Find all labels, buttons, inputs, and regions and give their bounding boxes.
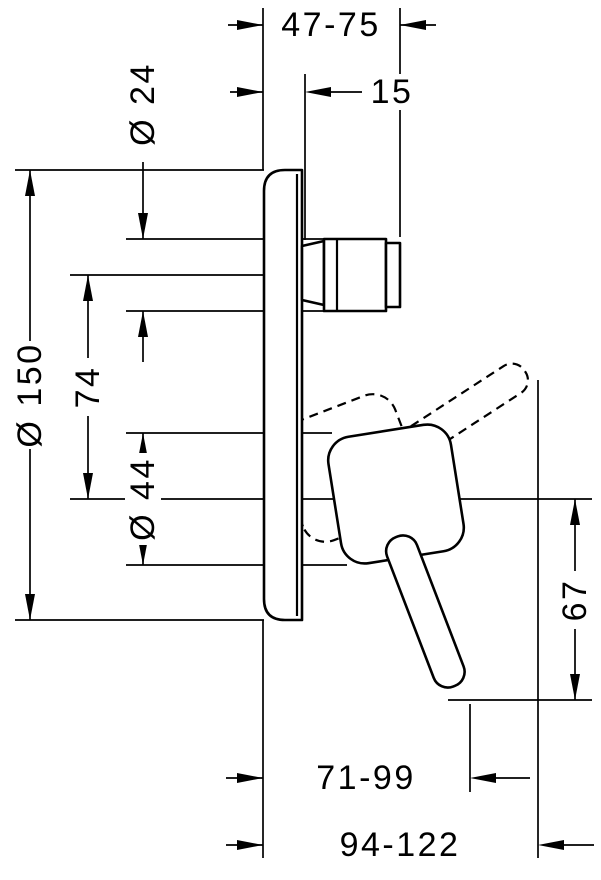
arrow-right	[237, 87, 263, 97]
arrow-right	[237, 773, 263, 783]
label-mask	[12, 341, 48, 449]
dim-label: 71-99	[316, 759, 415, 797]
arrow-up	[138, 433, 148, 459]
arrow-left	[538, 840, 564, 850]
label-dia-44: Ø 44	[124, 453, 162, 545]
label-94-122: 94-122	[334, 826, 466, 864]
arrow-down	[138, 213, 148, 239]
label-mask	[364, 74, 420, 110]
dim-71-99	[226, 773, 530, 783]
label-71-99: 71-99	[313, 759, 419, 797]
label-67: 67	[556, 571, 594, 629]
arrow-down	[138, 539, 148, 565]
extension-lines	[15, 8, 592, 858]
arrow-left	[470, 773, 496, 783]
label-mask	[278, 7, 384, 43]
dim-label: 67	[556, 579, 594, 622]
arrow-left	[400, 20, 426, 30]
arrow-down	[570, 674, 580, 700]
label-dia-150: Ø 150	[11, 341, 49, 449]
label-74: 74	[69, 358, 107, 416]
dim-label: Ø 150	[11, 342, 49, 447]
arrow-down	[83, 473, 93, 499]
label-mask	[334, 827, 466, 863]
label-mask	[313, 760, 419, 796]
dim-15	[230, 87, 362, 97]
dim-label: 47-75	[281, 6, 380, 44]
dim-dia-24	[138, 162, 148, 362]
escutcheon-plate	[262, 168, 304, 622]
arrow-left	[305, 87, 331, 97]
label-15: 15	[364, 73, 420, 111]
dim-label: Ø 24	[124, 62, 162, 146]
knob-body	[322, 237, 388, 313]
arrow-up	[25, 170, 35, 196]
lever-arm-outline	[384, 534, 466, 689]
dim-label: 74	[69, 366, 107, 409]
label-mask	[125, 58, 161, 150]
dim-label: 94-122	[340, 826, 461, 864]
fixture	[262, 168, 466, 689]
label-47-75: 47-75	[278, 6, 384, 44]
lever-arm	[384, 534, 466, 689]
knob-cap	[384, 241, 402, 309]
label-dia-24: Ø 24	[124, 58, 162, 150]
label-mask	[557, 571, 593, 629]
dim-94-122	[226, 840, 594, 850]
arrow-up	[138, 311, 148, 337]
label-mask	[70, 358, 106, 416]
dim-label: 15	[371, 73, 414, 111]
arrow-right	[237, 840, 263, 850]
label-mask	[125, 453, 161, 545]
dim-47-75	[228, 20, 436, 30]
arrow-up	[83, 275, 93, 301]
arrow-right	[237, 20, 263, 30]
knob-neck	[300, 239, 326, 307]
arrow-down	[25, 594, 35, 620]
dim-label: Ø 44	[124, 457, 162, 541]
arrow-up	[570, 499, 580, 525]
dimension-labels: 47-75 15 Ø 24 Ø 150 74 Ø 44 67 7	[11, 6, 594, 864]
